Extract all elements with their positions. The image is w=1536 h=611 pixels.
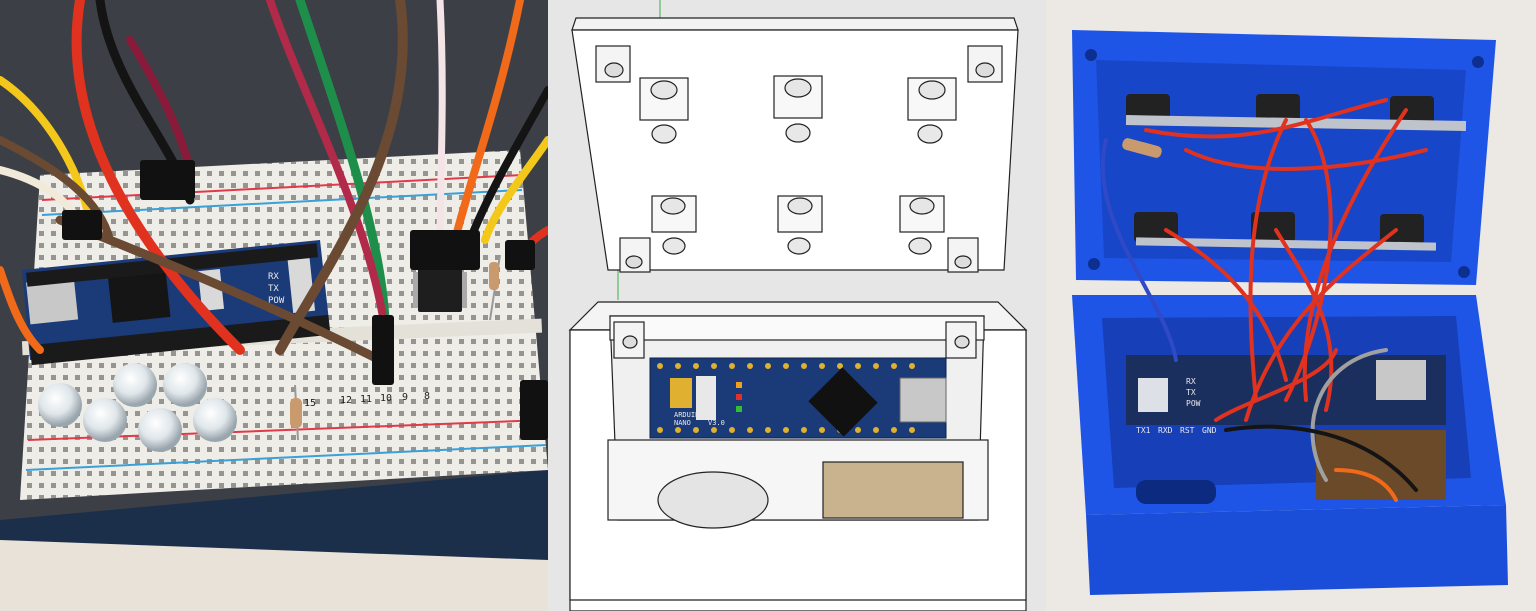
button-socket xyxy=(651,195,697,255)
board-version-label: V3.0 xyxy=(708,419,725,427)
wire-black xyxy=(1224,424,1418,492)
wire-black xyxy=(466,86,548,244)
pin-label-rx: RX xyxy=(1186,377,1196,386)
row-label: 8 xyxy=(424,391,430,402)
usb-connector xyxy=(26,277,79,325)
enclosure-base xyxy=(568,301,1028,611)
brand-logo xyxy=(670,378,692,408)
wire-red xyxy=(1248,118,1288,402)
wire-brown xyxy=(0,136,114,244)
pin-label-tx: TX xyxy=(1186,388,1196,397)
button-socket xyxy=(777,195,823,255)
battery xyxy=(1316,430,1446,500)
led xyxy=(113,363,157,407)
wire-maroon xyxy=(126,36,194,174)
button-socket xyxy=(639,77,689,144)
internal-wiring xyxy=(1100,98,1428,502)
printed-lid xyxy=(1072,30,1496,285)
wire-red xyxy=(1184,148,1428,171)
printed-enclosure-photo: RX TX POW TX1 RXD RST GND xyxy=(1046,0,1536,611)
button-socket xyxy=(773,75,823,143)
breadboard-scene: 15 12 11 10 9 8 RX xyxy=(0,0,548,611)
wire-brown xyxy=(275,0,408,355)
microcontroller-chip xyxy=(808,367,878,437)
wire-red xyxy=(1302,108,1408,402)
rail-blue-bottom xyxy=(25,444,547,471)
resistor xyxy=(1122,138,1162,158)
wire-red xyxy=(71,0,245,355)
pin-label: RST xyxy=(1180,426,1195,435)
screw-post xyxy=(945,321,977,359)
tactile-button xyxy=(1256,94,1300,124)
screw-post xyxy=(947,237,979,273)
wire-red xyxy=(1144,98,1388,139)
wire-magenta xyxy=(266,0,389,334)
pin-label: TX1 xyxy=(1136,426,1151,435)
button-socket xyxy=(907,77,957,144)
pin-label: GND xyxy=(1202,426,1217,435)
led xyxy=(193,398,237,442)
led xyxy=(38,383,82,427)
resistor xyxy=(489,254,501,321)
pin-label-pow: POW xyxy=(1186,399,1201,408)
wire-orange xyxy=(0,266,44,354)
board-model-label: NANO xyxy=(674,419,691,427)
wire-green xyxy=(295,0,390,325)
battery-pad xyxy=(822,461,964,519)
wire-pink xyxy=(436,0,446,244)
usb-connector xyxy=(899,377,947,423)
enclosure-3d-model: ARDUINO NANO V3.0 xyxy=(548,0,1046,611)
arduino-nano-installed: RX TX POW TX1 RXD RST GND xyxy=(1126,355,1446,435)
tactile-button xyxy=(1134,212,1178,242)
ic-chip xyxy=(413,268,467,312)
pin-label-pow: POW xyxy=(268,296,285,306)
breadboard-photo: 15 12 11 10 9 8 RX xyxy=(0,0,548,611)
row-label: 12 xyxy=(340,395,352,406)
printed-base: RX TX POW TX1 RXD RST GND xyxy=(1072,295,1508,595)
pin-label-rx: RX xyxy=(268,272,279,282)
microcontroller-chip xyxy=(107,267,171,323)
row-label: 15 xyxy=(304,398,316,409)
pin-label: RXD xyxy=(1158,426,1173,435)
dupont-connectors xyxy=(62,160,548,440)
enclosure-lid xyxy=(571,17,1019,273)
usb-connector xyxy=(1376,360,1426,400)
cad-scene: ARDUINO NANO V3.0 xyxy=(548,0,1046,611)
row-label: 11 xyxy=(360,394,372,405)
printed-enclosure-scene: RX TX POW TX1 RXD RST GND xyxy=(1046,0,1536,611)
wire-red xyxy=(1244,228,1398,422)
tactile-button xyxy=(1251,212,1295,242)
screw-post xyxy=(967,45,1003,83)
screw-post xyxy=(595,45,631,83)
pin-header-bottom xyxy=(29,314,331,366)
wire-orange xyxy=(451,0,524,244)
led xyxy=(163,363,207,407)
resistor xyxy=(290,384,302,441)
led xyxy=(138,408,182,452)
row-number-labels: 15 12 11 10 9 8 xyxy=(304,391,430,409)
pin-label-tx: TX xyxy=(268,284,279,294)
screw-post xyxy=(619,237,651,273)
led-cluster xyxy=(38,363,237,452)
led xyxy=(83,398,127,442)
wire-orange xyxy=(1334,468,1398,502)
button-socket xyxy=(899,195,945,255)
wire-gray xyxy=(1310,348,1388,482)
usb-port-cutout xyxy=(1136,480,1216,504)
row-label: 9 xyxy=(402,392,408,403)
row-label: 10 xyxy=(380,393,392,404)
wire-yellow xyxy=(481,136,548,244)
board-brand-label: ARDUINO xyxy=(674,411,704,419)
screw-post xyxy=(613,321,645,359)
wire-red xyxy=(1214,348,1338,422)
arduino-nano-model: ARDUINO NANO V3.0 xyxy=(649,357,947,439)
wire-blue xyxy=(1100,138,1178,362)
